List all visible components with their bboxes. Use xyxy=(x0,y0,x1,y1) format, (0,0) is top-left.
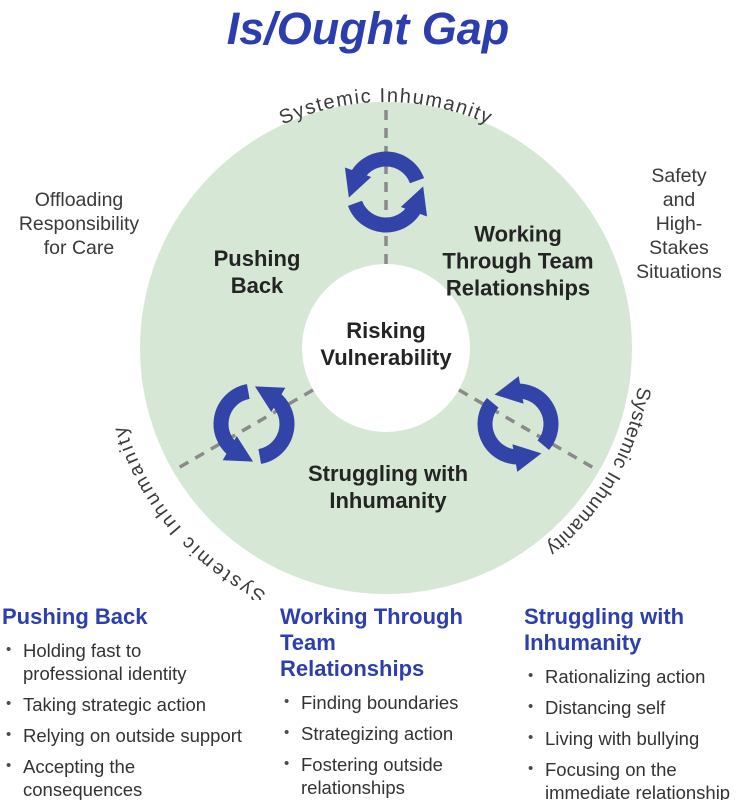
bullet-icon: • xyxy=(528,729,534,746)
list-item: •Accepting the consequences xyxy=(6,756,143,800)
list-item: •Distancing self xyxy=(528,697,666,718)
donut-diagram-canvas: Systemic Inhumanity Systemic Inhumanity … xyxy=(108,85,654,600)
legend-list: •Rationalizing action •Distancing self •… xyxy=(524,665,736,800)
section-label-pushing-back: Pushing Back xyxy=(213,246,301,298)
center-label-risking-vulnerability: Risking Vulnerability xyxy=(320,318,452,370)
bullet-icon: • xyxy=(284,693,290,710)
bullet-icon: • xyxy=(6,641,12,658)
bullet-icon: • xyxy=(528,667,534,684)
divider-lower-left xyxy=(172,388,314,473)
bullet-icon: • xyxy=(284,755,290,772)
bullet-icon: • xyxy=(284,724,290,741)
list-item: •Finding boundaries xyxy=(284,692,459,713)
list-item: •Relying on outside support xyxy=(6,725,243,746)
outer-label-offloading: Offloading Responsibility for Care xyxy=(18,189,140,259)
page-title: Is/Ought Gap xyxy=(226,3,510,54)
legend-column-pushing-back: Pushing Back •Holding fast to profession… xyxy=(2,604,264,800)
donut-center-circle xyxy=(302,264,470,432)
outer-label-safety: Safety and High-Stakes Situations xyxy=(636,165,722,283)
list-item: •Taking strategic action xyxy=(6,694,207,715)
list-item: •Rationalizing action xyxy=(528,666,706,687)
bullet-icon: • xyxy=(6,695,12,712)
bullet-icon: • xyxy=(6,726,12,743)
legend-heading: Working Through Team Relationships xyxy=(280,604,463,681)
list-item: •Fostering outside relationships xyxy=(284,754,443,798)
divider-lower-right xyxy=(458,388,600,473)
legend-column-struggling: Struggling with Inhumanity •Rationalizin… xyxy=(524,604,736,800)
legend-list: •Finding boundaries •Strategizing action… xyxy=(280,691,485,799)
list-item: •Focusing on the immediate relationship xyxy=(528,759,731,800)
legend-heading: Struggling with Inhumanity xyxy=(524,604,685,655)
bullet-icon: • xyxy=(528,698,534,715)
section-label-working-through: Working Through Team Relationships xyxy=(442,221,594,301)
section-label-struggling: Struggling with Inhumanity xyxy=(307,461,469,513)
list-item: •Holding fast to professional identity xyxy=(6,640,187,684)
list-item: •Living with bullying xyxy=(528,728,700,749)
bullet-icon: • xyxy=(6,757,12,774)
bullet-icon: • xyxy=(528,760,534,777)
legend-list: •Holding fast to professional identity •… xyxy=(2,639,264,800)
list-item: •Strategizing action xyxy=(284,723,454,744)
legend-heading: Pushing Back xyxy=(2,604,148,629)
legend-column-working-through: Working Through Team Relationships •Find… xyxy=(280,604,485,800)
